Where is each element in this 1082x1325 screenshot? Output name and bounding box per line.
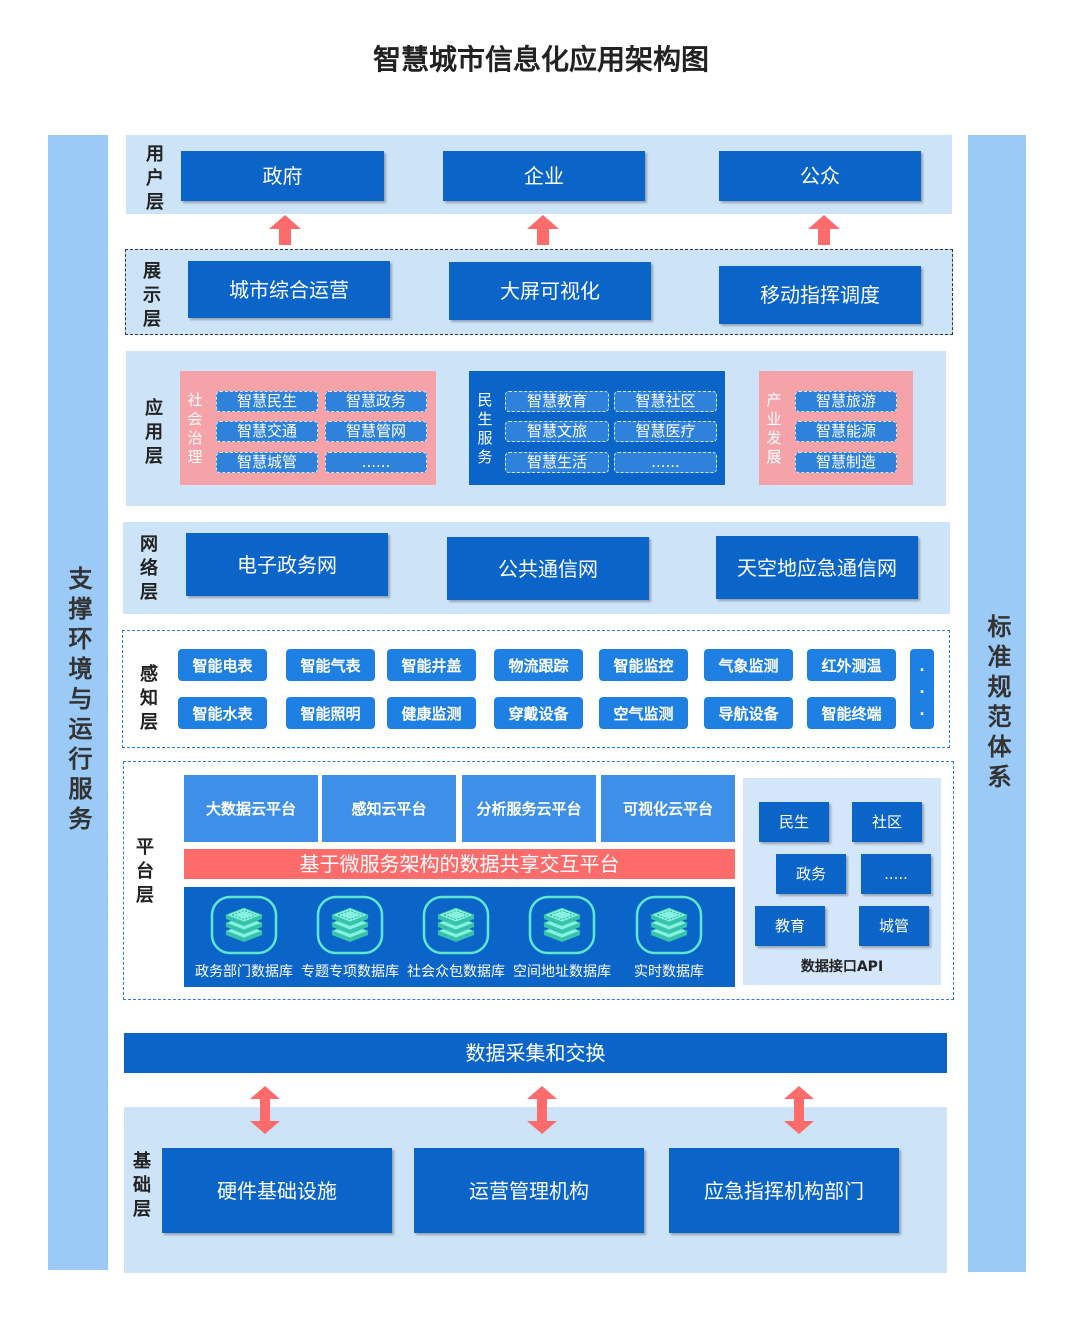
- database-label: 专题专项数据库: [301, 964, 399, 980]
- platform-layer-label: 平台层: [133, 837, 154, 909]
- sensor-item: 智能水表: [178, 697, 267, 729]
- database-column: 专题专项数据库: [297, 895, 403, 985]
- api-item: 教育: [755, 906, 825, 946]
- app-item: 智慧能源: [795, 421, 897, 442]
- base-operations-box: 运营管理机构: [414, 1148, 644, 1233]
- sensor-more-box: [910, 649, 934, 729]
- database-column: 社会众包数据库: [403, 895, 509, 985]
- app-group-label: 产业发展: [764, 392, 783, 468]
- application-layer-label: 应用层: [142, 398, 163, 470]
- display-city-operations-box: 城市综合运营: [188, 261, 390, 318]
- sensor-item: 气象监测: [704, 649, 793, 681]
- up-arrow-icon: [808, 215, 840, 245]
- app-item: 智慧民生: [216, 391, 318, 412]
- network-layer-label: 网络层: [137, 534, 158, 606]
- data-sharing-platform-bar: 基于微服务架构的数据共享交互平台: [184, 849, 735, 879]
- sensor-item: 智能气表: [286, 649, 375, 681]
- page-title: 智慧城市信息化应用架构图: [372, 43, 709, 76]
- database-icon: [635, 895, 703, 955]
- app-item: 智慧生活: [505, 452, 609, 473]
- database-icon: [210, 895, 278, 955]
- sensing-layer-label: 感知层: [137, 664, 158, 736]
- cloud-platform-analysis: 分析服务云平台: [462, 775, 596, 842]
- left-support-bar: [48, 135, 108, 1270]
- database-label: 实时数据库: [634, 964, 704, 980]
- database-label: 社会众包数据库: [407, 964, 505, 980]
- database-icon: [528, 895, 596, 955]
- network-egov-box: 电子政务网: [186, 533, 388, 596]
- sensor-item: 智能电表: [178, 649, 267, 681]
- data-exchange-bar: 数据采集和交换: [124, 1033, 947, 1073]
- sensor-item: 物流跟踪: [494, 649, 583, 681]
- database-label: 空间地址数据库: [513, 964, 611, 980]
- display-mobile-command-box: 移动指挥调度: [719, 266, 921, 324]
- sensor-item: 导航设备: [704, 697, 793, 729]
- base-emergency-box: 应急指挥机构部门: [669, 1148, 899, 1233]
- app-item: 智慧社区: [614, 391, 717, 412]
- database-icon: [422, 895, 490, 955]
- app-item: 智慧管网: [325, 421, 427, 442]
- app-item: 智慧文旅: [505, 421, 609, 442]
- sensing-layer: [122, 630, 950, 748]
- user-layer-label: 用户层: [143, 144, 164, 216]
- app-item: ......: [325, 452, 427, 473]
- database-column: 空间地址数据库: [509, 895, 615, 985]
- display-big-screen-box: 大屏可视化: [449, 262, 651, 320]
- network-public-comm-box: 公共通信网: [447, 537, 649, 600]
- database-label: 政务部门数据库: [195, 964, 293, 980]
- database-column: 政务部门数据库: [191, 895, 297, 985]
- cloud-platform-big-data: 大数据云平台: [184, 775, 318, 842]
- sensor-more-dots: ...: [914, 659, 930, 725]
- left-support-bar-label: 支撑环境与运行服务: [64, 566, 92, 836]
- api-item: .....: [861, 854, 931, 894]
- sensor-item: 空气监测: [599, 697, 688, 729]
- sensor-item: 智能监控: [599, 649, 688, 681]
- app-item: 智慧交通: [216, 421, 318, 442]
- user-government-box: 政府: [181, 151, 384, 201]
- sensor-item: 健康监测: [387, 697, 476, 729]
- app-group-label: 民生服务: [475, 392, 494, 468]
- sensor-item: 智能终端: [807, 697, 896, 729]
- cloud-platform-visualization: 可视化云平台: [601, 775, 735, 842]
- app-item: 智慧旅游: [795, 391, 897, 412]
- right-standards-bar-label: 标准规范体系: [983, 614, 1011, 794]
- up-arrow-icon: [269, 215, 301, 245]
- sensor-item: 红外测温: [807, 649, 896, 681]
- double-arrow-icon: [784, 1086, 814, 1134]
- data-api-label: 数据接口API: [800, 959, 884, 975]
- network-emergency-comm-box: 天空地应急通信网: [716, 536, 918, 599]
- database-column: 实时数据库: [616, 895, 722, 985]
- up-arrow-icon: [527, 215, 559, 245]
- right-standards-bar: [968, 135, 1026, 1272]
- app-item: 智慧制造: [795, 452, 897, 473]
- base-hardware-box: 硬件基础设施: [162, 1148, 392, 1233]
- app-item: 智慧政务: [325, 391, 427, 412]
- app-item: 智慧医疗: [614, 421, 717, 442]
- sensor-item: 智能井盖: [387, 649, 476, 681]
- app-item: 智慧城管: [216, 452, 318, 473]
- base-layer-label: 基础层: [130, 1151, 151, 1223]
- app-item: ......: [614, 452, 717, 473]
- api-item: 社区: [852, 802, 922, 842]
- api-item: 民生: [759, 802, 829, 842]
- app-group-label: 社会治理: [185, 392, 204, 468]
- sensor-item: 穿戴设备: [494, 697, 583, 729]
- database-icon: [316, 895, 384, 955]
- api-item: 城管: [859, 906, 929, 946]
- display-layer-label: 展示层: [140, 261, 161, 333]
- double-arrow-icon: [250, 1086, 280, 1134]
- double-arrow-icon: [527, 1086, 557, 1134]
- app-item: 智慧教育: [505, 391, 609, 412]
- cloud-platform-sensing: 感知云平台: [322, 775, 456, 842]
- api-item: 政务: [776, 854, 846, 894]
- sensor-item: 智能照明: [286, 697, 375, 729]
- user-public-box: 公众: [719, 151, 921, 201]
- user-enterprise-box: 企业: [443, 151, 645, 201]
